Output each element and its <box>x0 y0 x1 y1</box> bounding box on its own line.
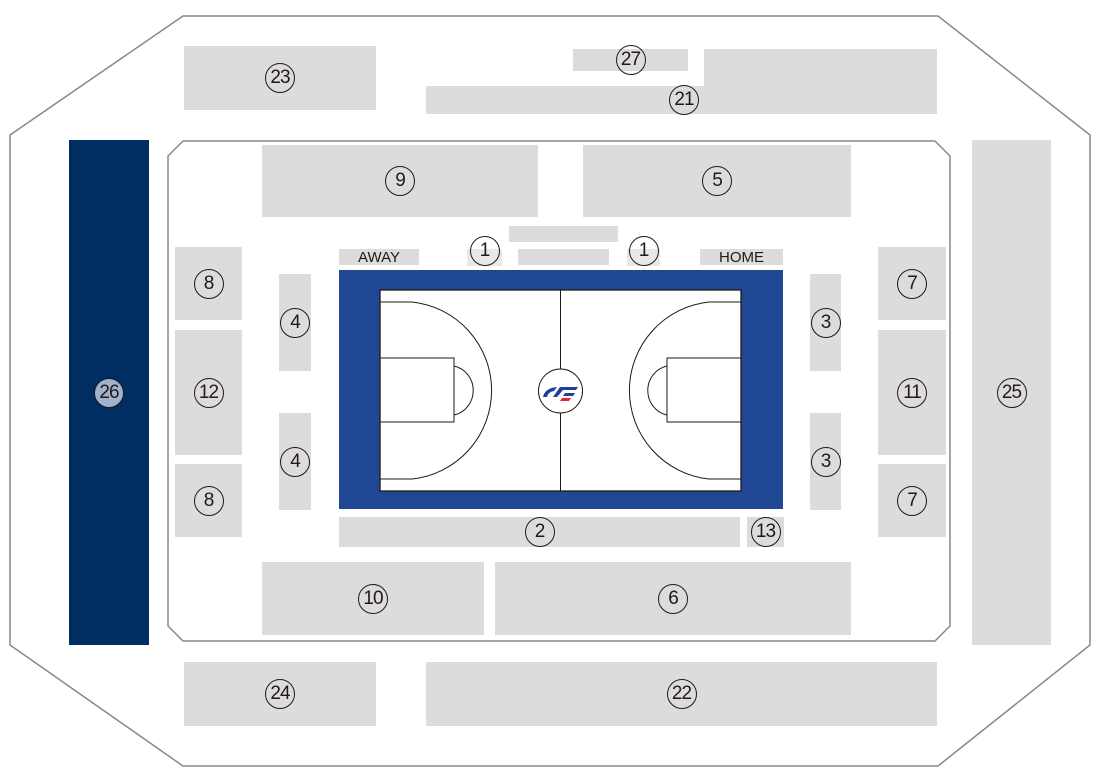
section-10[interactable]: 10 <box>262 562 484 635</box>
scorer-table <box>518 249 609 265</box>
section-23[interactable]: 23 <box>184 46 376 110</box>
section-7-bottom[interactable]: 7 <box>878 464 946 537</box>
section-22[interactable]: 22 <box>426 662 937 726</box>
section-number: 3 <box>810 307 841 338</box>
section-5[interactable]: 5 <box>583 145 851 217</box>
section-2[interactable]: 2 <box>339 517 740 547</box>
inner-wall <box>167 140 951 642</box>
section-number: 23 <box>265 63 295 93</box>
section-number: 27 <box>615 45 646 75</box>
section-4-bottom[interactable]: 4 <box>279 413 311 510</box>
section-6[interactable]: 6 <box>495 562 851 635</box>
section-number: 24 <box>265 679 295 709</box>
section-number: 9 <box>385 166 415 196</box>
section-3-top[interactable]: 3 <box>810 274 841 371</box>
section-number: 13 <box>750 517 781 547</box>
section-12[interactable]: 12 <box>175 330 242 455</box>
section-number: 2 <box>524 517 555 547</box>
home-bench-label: HOME <box>700 249 783 266</box>
away-bench-label: AWAY <box>339 249 419 266</box>
section-7-top[interactable]: 7 <box>878 247 946 320</box>
section-26[interactable]: 26 <box>69 140 149 645</box>
section-number: 8 <box>193 485 224 516</box>
section-24[interactable]: 24 <box>184 662 376 726</box>
section-number: 7 <box>897 268 927 299</box>
section-21[interactable]: 21 <box>426 85 704 115</box>
section-number: 21 <box>669 85 699 115</box>
section-number: 12 <box>193 377 224 408</box>
league-logo-icon <box>543 387 578 401</box>
section-25[interactable]: 25 <box>972 140 1051 645</box>
section-9[interactable]: 9 <box>262 145 538 217</box>
section-27[interactable]: 27 <box>573 45 688 75</box>
section-number: 1 <box>628 235 659 266</box>
section-1-left[interactable]: 1 <box>467 235 502 266</box>
section-21-upper[interactable] <box>704 49 937 114</box>
outer-wall <box>9 15 1091 767</box>
press-row-top <box>509 226 618 242</box>
section-3-bottom[interactable]: 3 <box>810 413 841 510</box>
section-number: 25 <box>996 377 1027 408</box>
section-number: 8 <box>193 268 224 299</box>
section-number: 6 <box>658 583 688 614</box>
section-number: 22 <box>666 679 697 709</box>
section-number: 1 <box>469 235 500 266</box>
section-number: 3 <box>810 446 841 477</box>
basketball-court <box>339 270 783 509</box>
section-8-bottom[interactable]: 8 <box>175 464 242 537</box>
section-number: 5 <box>702 166 732 196</box>
section-4-top[interactable]: 4 <box>279 274 311 371</box>
section-number: 26 <box>94 377 124 408</box>
section-number: 10 <box>358 583 388 614</box>
section-1-right[interactable]: 1 <box>627 235 660 266</box>
section-11[interactable]: 11 <box>878 330 946 455</box>
section-number: 4 <box>280 446 310 477</box>
section-number: 7 <box>897 485 927 516</box>
section-8-top[interactable]: 8 <box>175 247 242 320</box>
section-13[interactable]: 13 <box>747 517 784 547</box>
section-number: 11 <box>897 377 927 408</box>
section-number: 4 <box>280 307 310 338</box>
